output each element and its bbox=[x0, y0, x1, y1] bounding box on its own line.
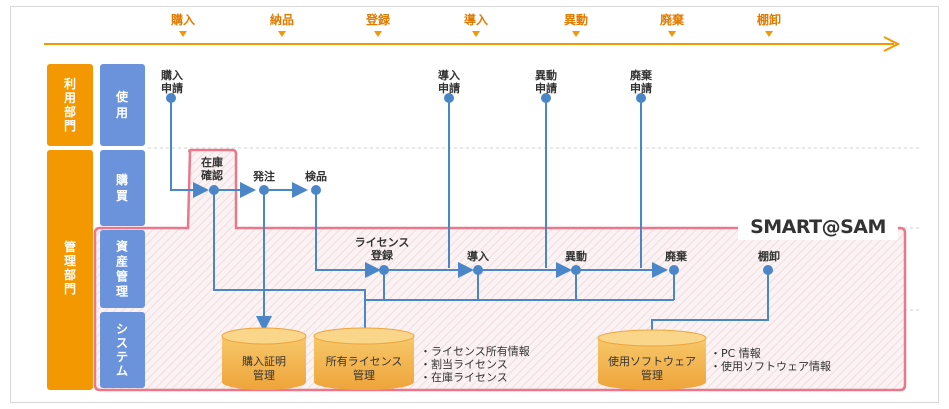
department-management-label: 管 bbox=[64, 239, 76, 254]
lane-use-label: 使 bbox=[115, 89, 129, 104]
lane-use-label: 用 bbox=[115, 106, 128, 120]
db-used-software bbox=[597, 329, 707, 390]
timeline-stage-label: 異動 bbox=[564, 12, 588, 27]
timeline-stage-label: 廃棄 bbox=[660, 12, 685, 27]
department-user bbox=[47, 64, 93, 146]
node-transfer-request: 申請 bbox=[535, 81, 557, 95]
smartsam-logo-text: SMART@SAM bbox=[750, 216, 886, 238]
db-purchase-proof bbox=[221, 327, 307, 390]
node-stock-check: 確認 bbox=[201, 168, 223, 182]
node-intro: 導入 bbox=[467, 249, 489, 263]
department-user-label: 利 bbox=[64, 76, 76, 91]
department-management-label: 理 bbox=[64, 254, 76, 268]
flow-nodes bbox=[166, 93, 773, 275]
node-disposal-request: 廃棄 bbox=[630, 68, 653, 82]
timeline-stage-marker bbox=[278, 31, 286, 37]
timeline-stage-marker bbox=[572, 31, 580, 37]
lane-purchase-label: 購 bbox=[115, 172, 128, 187]
node-purchase-request: 申請 bbox=[161, 81, 183, 95]
db-purchase-proof-label: 購入証明 bbox=[242, 354, 286, 368]
note-license: ・割当ライセンス bbox=[420, 357, 508, 371]
timeline-stage-marker bbox=[472, 31, 480, 37]
lane-asset-label: 資 bbox=[116, 239, 128, 254]
lane-system-label: ム bbox=[116, 364, 128, 378]
lane-purchase-label: 買 bbox=[116, 189, 128, 203]
node-order: 発注 bbox=[252, 169, 275, 183]
timeline-stage-label: 納品 bbox=[270, 12, 294, 27]
note-software: ・使用ソフトウェア情報 bbox=[710, 360, 831, 373]
db-purchase-proof-label: 管理 bbox=[253, 368, 275, 382]
timeline-stage-label: 棚卸 bbox=[757, 12, 781, 27]
db-owned-license-label: 所有ライセンス bbox=[326, 354, 403, 368]
lane-asset-label: 産 bbox=[116, 254, 128, 269]
department-user-label: 部 bbox=[64, 104, 76, 119]
lane-asset-label: 管 bbox=[116, 269, 128, 284]
node-transfer-request: 異動 bbox=[535, 68, 557, 82]
db-used-software-label: 使用ソフトウェア bbox=[608, 355, 696, 368]
department-management-label: 門 bbox=[64, 282, 76, 296]
node-license-register: ライセンス bbox=[355, 236, 410, 249]
timeline-axis bbox=[44, 36, 901, 52]
note-license: ・ライセンス所有情報 bbox=[420, 344, 530, 358]
node-purchase-request: 購入 bbox=[160, 68, 183, 82]
lane-system-label: シ bbox=[116, 322, 128, 336]
node-disposal: 廃棄 bbox=[665, 249, 688, 263]
timeline-stage-label: 導入 bbox=[464, 12, 488, 27]
lane-labels bbox=[100, 64, 145, 388]
node-transfer: 異動 bbox=[565, 249, 587, 263]
node-license-register: 登録 bbox=[370, 248, 394, 262]
node-intro-request: 導入 bbox=[438, 68, 460, 82]
node-inventory: 棚卸 bbox=[758, 249, 780, 263]
db-owned-license bbox=[313, 327, 415, 390]
note-license: ・在庫ライセンス bbox=[420, 370, 508, 384]
timeline-stages: 購入 納品 登録 導入 異動 廃棄 棚卸 bbox=[170, 12, 781, 37]
flow-lines bbox=[170, 98, 769, 332]
timeline-stage-marker bbox=[374, 31, 382, 37]
db-used-software-label: 管理 bbox=[641, 368, 663, 382]
note-software: ・PC 情報 bbox=[710, 347, 761, 360]
department-management-label: 部 bbox=[64, 267, 76, 282]
timeline-stage-label: 登録 bbox=[365, 12, 391, 27]
department-user-label: 用 bbox=[63, 91, 76, 105]
db-owned-license-label: 管理 bbox=[353, 368, 375, 382]
lane-system-label: テ bbox=[116, 350, 128, 364]
node-intro-request: 申請 bbox=[438, 81, 460, 95]
department-management bbox=[47, 150, 93, 390]
department-user-label: 門 bbox=[64, 119, 76, 133]
timeline-stage-marker bbox=[668, 31, 676, 37]
node-inspection: 検品 bbox=[305, 169, 327, 183]
lane-system-label: ス bbox=[116, 336, 128, 350]
smartsam-logo: SMART@SAM bbox=[738, 214, 898, 240]
node-stock-check: 在庫 bbox=[201, 155, 223, 169]
timeline-stage-label: 購入 bbox=[170, 12, 195, 27]
lane-asset-label: 理 bbox=[116, 285, 128, 299]
timeline-stage-marker bbox=[179, 31, 187, 37]
timeline-stage-marker bbox=[765, 31, 773, 37]
node-disposal-request: 申請 bbox=[630, 81, 652, 95]
